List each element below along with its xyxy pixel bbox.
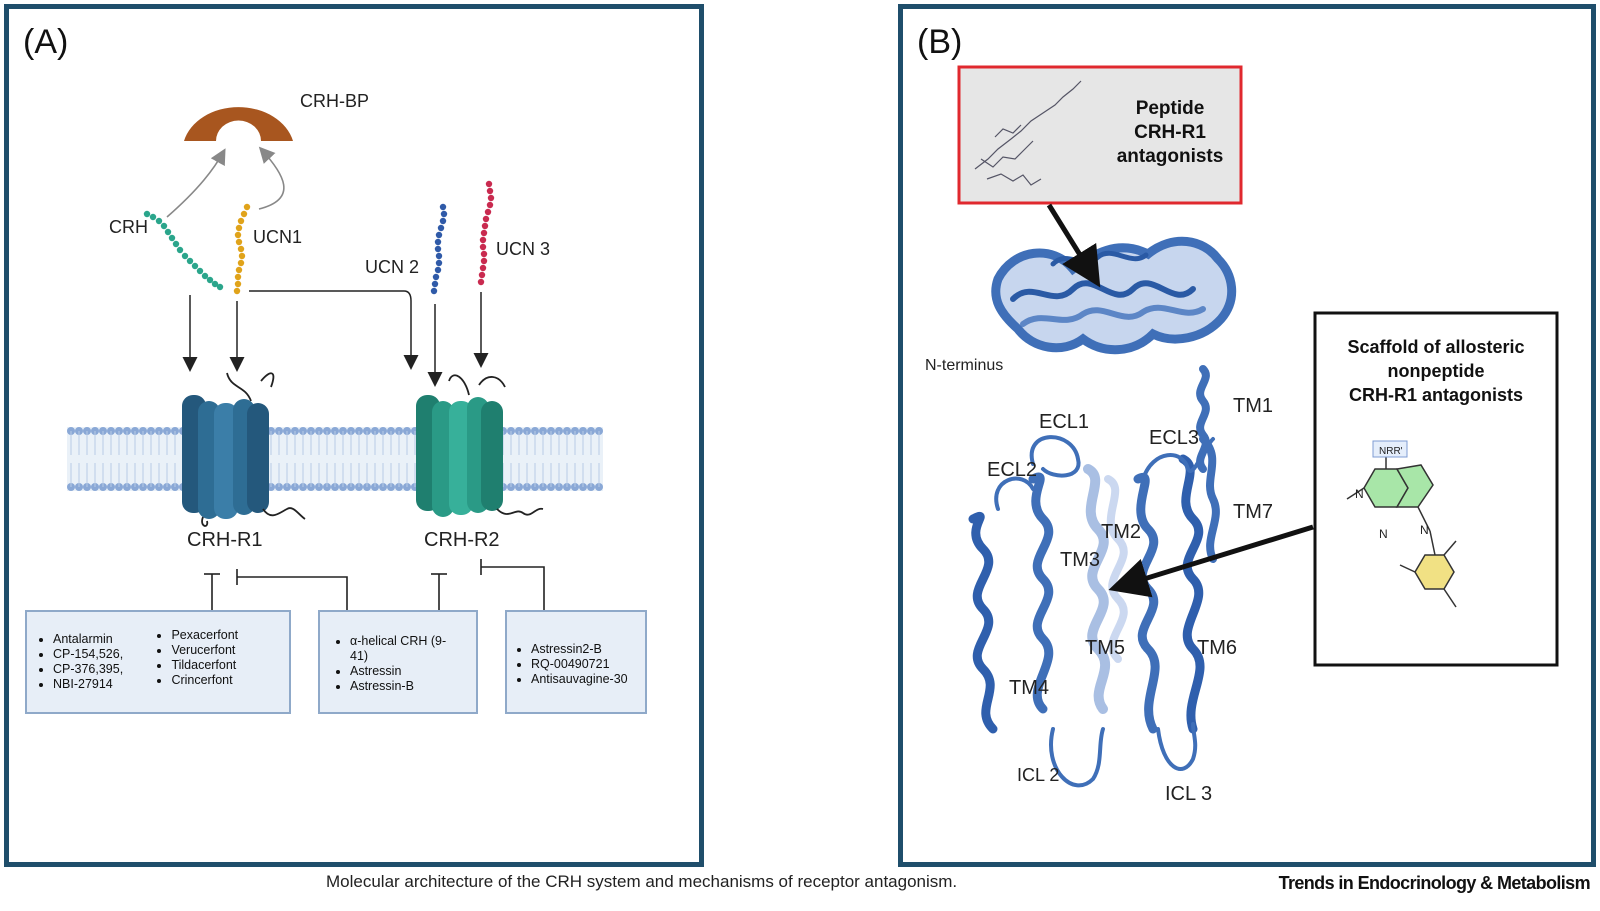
protein-structure — [968, 236, 1237, 788]
crh-bp-shape — [184, 107, 293, 141]
r1-antagonist-list-2: Pexacerfont Verucerfont Tildacerfont Cri… — [153, 628, 281, 692]
tm7-label: TM7 — [1233, 501, 1273, 523]
peptide-box — [957, 65, 1243, 205]
list-item: Tildacerfont — [171, 658, 281, 673]
list-item: α-helical CRH (9-41) — [350, 634, 450, 664]
crh-label: CRH — [109, 217, 148, 237]
atom-n-2: N — [1379, 527, 1388, 541]
list-item: NBI-27914 — [53, 677, 153, 692]
list-item: Verucerfont — [171, 643, 281, 658]
tm3-label: TM3 — [1060, 549, 1100, 571]
ucn1-label: UCN1 — [253, 227, 303, 247]
list-item: Antisauvagine-30 — [531, 672, 639, 687]
peptide-arrow — [1046, 203, 1101, 288]
scaffold-box — [1313, 311, 1559, 667]
ecl2-label: ECL2 — [987, 459, 1038, 481]
list-item: CP-154,526, — [53, 647, 153, 662]
peptide-box-text: Peptide CRH-R1 antagonists — [1095, 97, 1245, 169]
tm1-label: TM1 — [1233, 395, 1273, 417]
ucn2-label: UCN 2 — [365, 257, 420, 277]
crh-r2-receptor — [416, 374, 544, 517]
icl2-label: ICL 2 — [1017, 765, 1060, 785]
crh-r2-label: CRH-R2 — [424, 529, 500, 551]
crh-to-bp-arrow — [166, 148, 226, 218]
scaffold-molecule — [1346, 440, 1457, 608]
ucn1-to-r2-arrow — [249, 290, 419, 370]
atom-n-3: N — [1420, 523, 1429, 537]
peptide-line-3: antagonists — [1116, 146, 1224, 167]
ucn3-label: UCN 3 — [496, 239, 551, 259]
ecl1-label: ECL1 — [1039, 411, 1090, 433]
list-item: Astressin-B — [350, 679, 450, 694]
list-item: Astressin2-B — [531, 642, 639, 657]
ucn2-chain — [430, 203, 448, 295]
panel-a-label: (A) — [23, 23, 69, 61]
peptide-line-2: CRH-R1 — [1134, 122, 1206, 143]
scaffold-line-1: Scaffold of allosteric — [1347, 337, 1525, 357]
crh-r2-antagonist-box: Astressin2-B RQ-00490721 Antisauvagine-3… — [505, 610, 647, 714]
ucn1-chain — [233, 203, 251, 295]
crh-r1-label: CRH-R1 — [187, 529, 263, 551]
scaffold-arrow — [1108, 524, 1314, 598]
crh-r1-antagonist-box: Antalarmin CP-154,526, CP-376,395, NBI-2… — [25, 610, 291, 714]
list-item: Pexacerfont — [171, 628, 281, 643]
crh-bp-label: CRH-BP — [300, 91, 370, 111]
r2-antagonist-list: Astressin2-B RQ-00490721 Antisauvagine-3… — [513, 642, 639, 687]
tm6-label: TM6 — [1197, 637, 1237, 659]
scaffold-line-3: CRH-R1 antagonists — [1348, 385, 1523, 405]
crh-chain — [143, 210, 224, 291]
peptide-structure-icon — [974, 80, 1082, 186]
atom-n-1: N — [1355, 487, 1364, 501]
panel-b-label: (B) — [917, 23, 963, 61]
peptide-line-1: Peptide — [1135, 98, 1205, 119]
tm5-label: TM5 — [1085, 637, 1125, 659]
panel-b: (B) — [898, 4, 1596, 867]
list-item: RQ-00490721 — [531, 657, 639, 672]
dual-antagonist-box: α-helical CRH (9-41) Astressin Astressin… — [318, 610, 478, 714]
list-item: Astressin — [350, 664, 450, 679]
tm2-label: TM2 — [1101, 521, 1141, 543]
n-terminus-label: N-terminus — [925, 357, 1004, 374]
ucn3-chain — [477, 180, 495, 286]
tm4-label: TM4 — [1009, 677, 1049, 699]
r1-antagonist-list-1: Antalarmin CP-154,526, CP-376,395, NBI-2… — [35, 632, 153, 692]
substituent-label: NRR' — [1379, 446, 1403, 457]
crh-r1-receptor — [182, 372, 306, 527]
scaffold-line-2: nonpeptide — [1387, 361, 1485, 381]
list-item: Crincerfont — [171, 673, 281, 688]
scaffold-box-text: Scaffold of allosteric nonpeptide CRH-R1… — [1317, 335, 1555, 407]
list-item: CP-376,395, — [53, 662, 153, 677]
panel-a-graphic — [67, 107, 603, 612]
panel-b-graphic — [957, 65, 1559, 788]
list-item: Antalarmin — [53, 632, 153, 647]
ucn1-to-bp-arrow — [258, 146, 285, 210]
inhibition-lines — [204, 559, 545, 612]
membrane — [67, 427, 603, 491]
dual-antagonist-list: α-helical CRH (9-41) Astressin Astressin… — [332, 634, 450, 694]
ecl3-label: ECL3 — [1149, 427, 1200, 449]
journal-name: Trends in Endocrinology & Metabolism — [1278, 873, 1591, 893]
figure-caption: Molecular architecture of the CRH system… — [326, 872, 958, 891]
icl3-label: ICL 3 — [1165, 783, 1213, 805]
panel-a: (A) — [4, 4, 704, 867]
